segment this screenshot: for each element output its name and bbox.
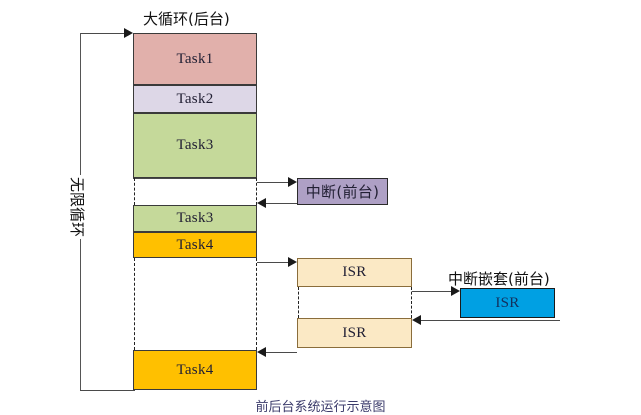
task-block-label: Task3 (176, 210, 214, 226)
gap1-left-dashed-line (134, 178, 135, 205)
bottom-caption: 前后台系统运行示意图 (255, 400, 386, 415)
task-block-task4-first: Task4 (133, 232, 257, 258)
isr-enter-line (257, 262, 295, 263)
isr-box-label: ISR (342, 324, 367, 341)
gap1-top-edge (133, 178, 257, 179)
isr-return-arrowhead-icon (257, 347, 266, 357)
isr-box-label: ISR (342, 264, 367, 280)
gap2-left-dashed-line (134, 258, 135, 350)
isr-enter-arrowhead-icon (288, 257, 297, 267)
nested-return-arrowhead-icon (412, 315, 421, 325)
task-block-task3-first: Task3 (133, 113, 257, 178)
task-block-label: Task4 (176, 236, 214, 253)
task-block-label: Task3 (176, 137, 214, 153)
nested-interrupt-label: 中断嵌套(前台) (448, 270, 550, 288)
diagram-title-top: 大循环(后台) (143, 10, 230, 28)
nested-enter-line (412, 291, 458, 292)
loop-arrow-top-line (80, 33, 128, 34)
loop-arrow-bottom-line (80, 390, 135, 391)
task-block-task4-second: Task4 (133, 350, 257, 390)
task-block-label: Task2 (176, 90, 214, 107)
task-block-task3-second: Task3 (133, 205, 257, 232)
interrupt-return-arrowhead-icon (257, 198, 266, 208)
diagram-canvas: 大循环(后台) 无限循环 Task1 Task2 Task3 Task3 Tas… (67, 10, 560, 415)
task-block-label: Task1 (176, 50, 214, 67)
isr-box-lower: ISR (297, 318, 412, 348)
interrupt-return-line (265, 203, 297, 204)
nested-isr-box-label: ISR (495, 294, 520, 311)
interrupt-enter-line (257, 182, 295, 183)
nested-return-line (420, 320, 560, 321)
isr-gap-left-dashed-line (298, 287, 299, 318)
isr-box-upper: ISR (297, 258, 412, 287)
gap2-right-dashed-line (256, 258, 257, 350)
task-block-task1: Task1 (133, 33, 257, 85)
interrupt-enter-arrowhead-icon (288, 177, 297, 187)
isr-return-line (265, 352, 297, 353)
gap1-right-dashed-line (256, 178, 257, 205)
loop-arrow-head-icon (124, 28, 133, 38)
infinite-loop-label: 无限循环 (67, 175, 88, 240)
task-block-task2: Task2 (133, 85, 257, 113)
interrupt-box-label: 中断(前台) (305, 183, 380, 201)
isr-gap-right-dashed-line (411, 287, 412, 318)
interrupt-foreground-box: 中断(前台) (297, 178, 388, 205)
nested-isr-box: ISR (460, 288, 555, 318)
nested-enter-arrowhead-icon (451, 286, 460, 296)
task-block-label: Task4 (176, 361, 214, 378)
